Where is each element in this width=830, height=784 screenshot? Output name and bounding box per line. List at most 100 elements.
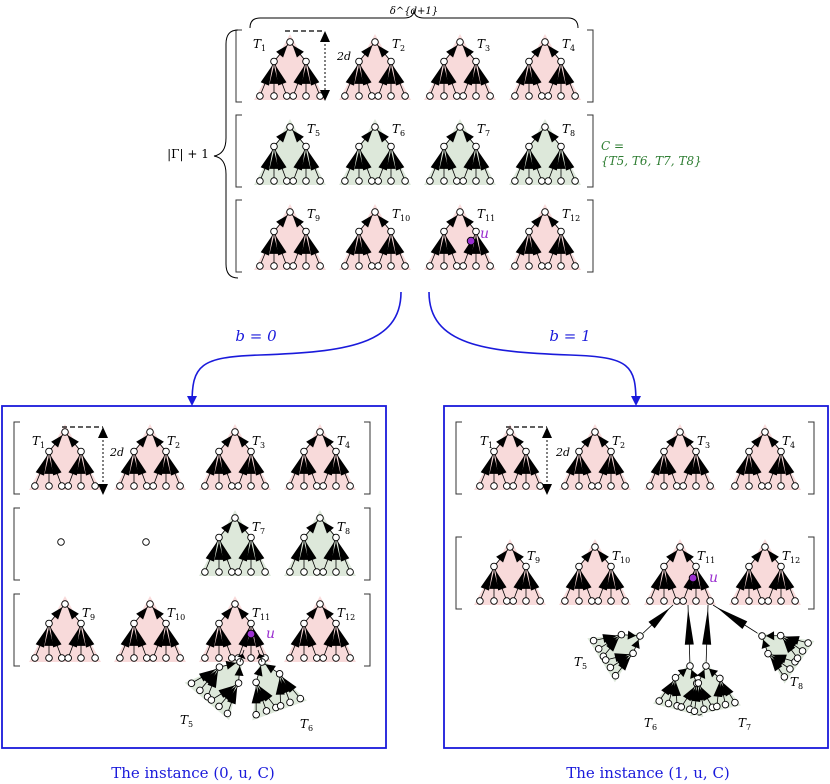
tree-label-t11: T11	[252, 606, 270, 622]
tree-node	[316, 177, 324, 185]
edge-arrowhead	[489, 455, 499, 474]
tree-node	[459, 262, 467, 270]
tree-label-t3: T3	[252, 434, 265, 450]
edge-arrowhead	[306, 607, 318, 620]
edge-arrowhead	[252, 455, 265, 476]
edge-arrowhead	[496, 550, 508, 563]
edge-arrowhead	[512, 435, 524, 448]
edge-arrowhead	[35, 455, 48, 476]
edge-arrowhead	[386, 150, 396, 169]
edge-arrowhead	[275, 150, 287, 171]
tree-label-t3: T3	[697, 434, 710, 450]
tree-node	[58, 654, 66, 662]
vertex-u-right	[688, 573, 698, 583]
left-row-frame-2	[13, 507, 371, 581]
tree-node	[791, 597, 799, 605]
edge-arrowhead	[392, 65, 405, 86]
tree-node	[607, 562, 615, 571]
tree-node	[544, 262, 552, 270]
edge-arrowhead	[556, 235, 566, 254]
tree-node	[509, 482, 517, 490]
tree-node	[270, 92, 278, 100]
edge-arrowhead	[307, 65, 320, 86]
tree-label-t4: T4	[562, 37, 575, 53]
tree-node	[262, 707, 271, 715]
edge-arrowhead	[67, 435, 79, 448]
tree-node	[283, 177, 291, 185]
edge-arrowhead	[299, 541, 309, 560]
tree-node	[176, 482, 184, 490]
bracket-left	[13, 507, 20, 581]
edge-arrowhead	[547, 45, 559, 58]
right-tree-t12	[729, 539, 801, 605]
edge-arrowhead	[744, 455, 754, 474]
tree-label-t9: T9	[527, 549, 540, 565]
tree-label-t8: T8	[337, 520, 350, 536]
tree-node	[538, 262, 546, 270]
edge-arrowhead	[581, 550, 593, 563]
tree-node	[777, 562, 785, 571]
tree-node	[575, 447, 583, 456]
tree-node	[764, 482, 772, 490]
edge-arrowhead	[530, 65, 542, 86]
edge-arrowhead	[665, 455, 677, 476]
tree-node	[591, 543, 599, 551]
left-tree-t6	[251, 656, 307, 721]
tree-label-t10: T10	[612, 549, 630, 565]
tree-node	[228, 654, 236, 662]
edge-arrowhead	[135, 627, 147, 648]
edge-arrowhead	[392, 150, 405, 171]
edge-arrowhead	[256, 653, 265, 660]
edge-arrowhead	[661, 680, 674, 696]
edge-arrowhead	[51, 435, 63, 448]
tree-node	[332, 482, 340, 490]
edge-arrowhead	[225, 660, 237, 670]
tree-node	[319, 568, 327, 576]
edge-arrowhead	[129, 627, 139, 646]
edge-arrowhead	[280, 677, 291, 694]
tree-label-t10: T10	[392, 207, 410, 223]
vertex-u-label-top: u	[480, 226, 489, 242]
tree-node	[247, 447, 255, 456]
tree-node	[374, 177, 382, 185]
tree-node	[355, 57, 363, 66]
tree-node	[207, 696, 216, 704]
tree-node	[302, 57, 310, 66]
tree-node	[660, 447, 668, 456]
tree-node	[745, 447, 753, 456]
tree-node	[234, 482, 242, 490]
tree-node	[289, 177, 297, 185]
edge-arrowhead	[275, 65, 287, 86]
tree-node	[261, 568, 269, 576]
arrow-label-b0: b = 0	[235, 327, 277, 345]
tree-node	[490, 482, 498, 490]
tree-node	[786, 665, 794, 673]
tree-node	[300, 482, 308, 490]
edge-arrowhead	[750, 455, 762, 476]
edge-arrowhead	[392, 235, 405, 256]
edge-arrowhead	[290, 455, 303, 476]
tree-node	[646, 482, 654, 490]
tree-node	[522, 597, 530, 605]
edge-arrowhead	[672, 681, 681, 697]
edge-arrowhead	[292, 130, 304, 143]
height-arrowhead-up-left	[98, 427, 108, 438]
tree-node	[472, 262, 480, 270]
edge-arrowhead	[684, 608, 694, 645]
edge-arrowhead	[683, 455, 695, 476]
tree-node	[660, 482, 668, 490]
edge-arrowhead	[377, 215, 389, 228]
edge-arrowhead	[648, 607, 671, 629]
tree-node	[286, 568, 294, 576]
tree-node	[162, 482, 170, 490]
tree-node	[472, 227, 480, 236]
tree-node	[440, 177, 448, 185]
tree-node	[302, 262, 310, 270]
tree-node	[302, 142, 310, 151]
edge-arrowhead	[265, 664, 276, 674]
edge-arrowhead	[524, 150, 534, 169]
left-instance-caption: The instance (0, u, C)	[111, 764, 275, 782]
tree-label-t4: T4	[337, 434, 350, 450]
tree-node	[426, 177, 434, 185]
